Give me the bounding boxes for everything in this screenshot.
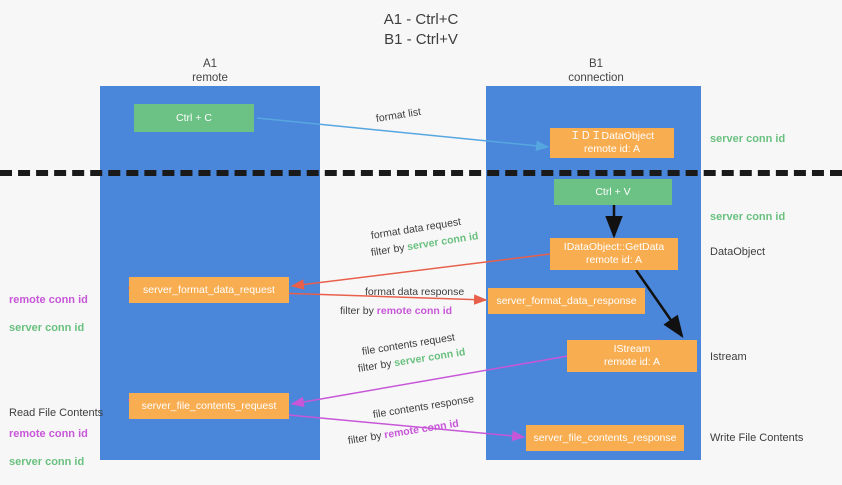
edge-label-format-list: format list [375,105,422,125]
filter-prefix: filter by [347,429,386,447]
edge-label-file-contents-response-filter: filter by remote conn id [347,416,460,449]
filter-key: remote conn id [383,417,460,442]
left-label-remote-conn-id: remote conn id [9,294,88,306]
filter-prefix: filter by [370,241,409,259]
section-divider [0,170,842,176]
edge-label-format-data-response-filter: filter by remote conn id [340,303,452,319]
node-ctrl-v[interactable]: Ctrl + V [554,179,672,205]
right-label-dataobject: DataObject [710,246,766,258]
node-server-format-data-request[interactable]: server_format_data_request [129,277,289,303]
edge-label-file-contents-response: file contents response [372,393,475,421]
left-label-remote-conn-id-bottom: remote conn id [9,428,88,440]
column-header-a1: A1 remote [192,58,228,84]
node-server-format-data-response[interactable]: server_format_data_response [488,288,645,314]
node-idataobject[interactable]: ＩＤＩDataObject remote id: A [550,128,674,158]
column-header-b1: B1 connection [568,58,624,84]
node-server-file-contents-response[interactable]: server_file_contents_response [526,425,684,451]
node-istream[interactable]: IStream remote id: A [567,340,697,372]
right-label-write-file-contents: Write File Contents [710,432,804,444]
left-label-server-conn-id: server conn id [9,322,85,334]
left-label-read-file-contents-group: Read File Contents [9,392,103,434]
right-label-server-conn-id-top: server conn id [710,133,786,145]
filter-key: remote conn id [376,305,453,317]
left-label-conn-ids-bottom: remote conn id server conn id [9,413,88,483]
left-label-conn-ids-mid: remote conn id server conn id [9,279,88,349]
node-idataobject-getdata[interactable]: IDataObject::GetData remote id: A [550,238,678,270]
right-label-istream: Istream [710,351,747,363]
node-server-file-contents-request[interactable]: server_file_contents_request [129,393,289,419]
filter-prefix: filter by [340,305,377,317]
filter-prefix: filter by [357,357,396,375]
node-ctrl-c[interactable]: Ctrl + C [134,104,254,132]
left-label-server-conn-id-bottom: server conn id [9,456,85,468]
diagram-title: A1 - Ctrl+C B1 - Ctrl+V [383,11,459,48]
left-label-read-file-contents: Read File Contents [9,407,104,419]
edge-label-format-data-response: format data response [365,286,465,298]
right-label-server-conn-id-mid: server conn id [710,211,786,223]
